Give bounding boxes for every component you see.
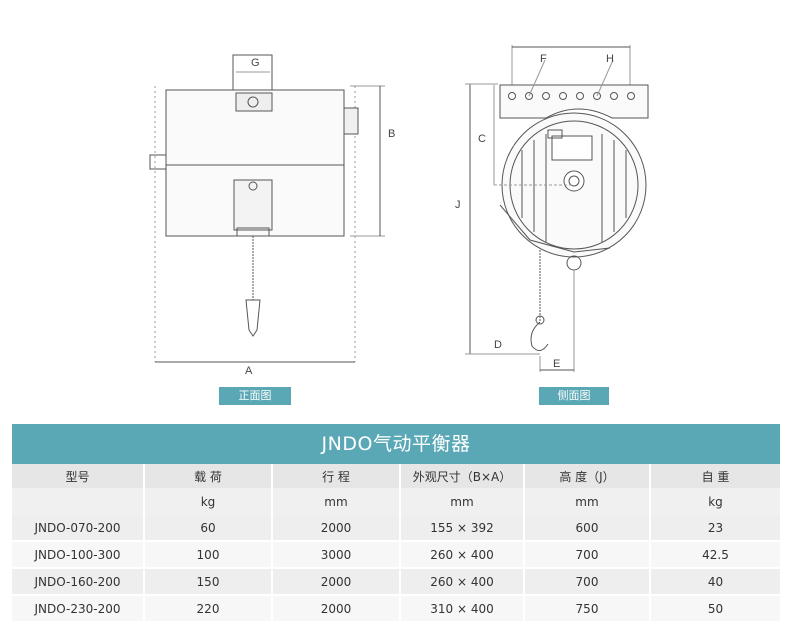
- dim-label-d: D: [494, 339, 502, 351]
- cell-height: 600: [524, 515, 651, 542]
- cell-weight: 40: [650, 568, 780, 596]
- side-view-label: 侧面图: [539, 387, 609, 405]
- col-header-size: 外观尺寸（B×A）: [400, 464, 525, 488]
- dim-label-a: A: [245, 365, 253, 377]
- cell-size: 155 × 392: [400, 515, 525, 542]
- cell-stroke: 2000: [272, 595, 401, 623]
- unit-cell: mm: [400, 488, 525, 515]
- table-row: JNDO-070-200 60 2000 155 × 392 600 23: [12, 515, 780, 542]
- dim-label-b: B: [388, 128, 395, 140]
- front-view: [149, 54, 385, 363]
- unit-cell: kg: [144, 488, 273, 515]
- dim-label-g: G: [251, 57, 260, 69]
- unit-cell: [12, 488, 145, 515]
- front-view-label: 正面图: [219, 387, 291, 405]
- cell-model: JNDO-070-200: [12, 515, 145, 542]
- cell-weight: 23: [650, 515, 780, 542]
- side-view: [465, 45, 649, 372]
- table-row: JNDO-100-300 100 3000 260 × 400 700 42.5: [12, 541, 780, 569]
- spec-table-block: JNDO气动平衡器 型号 载 荷 行 程 外观尺寸（B×A） 高 度（J） 自 …: [12, 424, 780, 623]
- cell-height: 700: [524, 541, 651, 569]
- cell-size: 260 × 400: [400, 568, 525, 596]
- unit-cell: mm: [272, 488, 401, 515]
- cell-load: 150: [144, 568, 273, 596]
- table-row: JNDO-160-200 150 2000 260 × 400 700 40: [12, 568, 780, 596]
- cell-stroke: 2000: [272, 568, 401, 596]
- col-header-model: 型号: [12, 464, 145, 488]
- cell-load: 100: [144, 541, 273, 569]
- cell-height: 750: [524, 595, 651, 623]
- cell-weight: 42.5: [650, 541, 780, 569]
- cell-load: 60: [144, 515, 273, 542]
- cell-model: JNDO-230-200: [12, 595, 145, 623]
- cell-weight: 50: [650, 595, 780, 623]
- dimension-labels: G B A F H C J D E: [245, 53, 614, 377]
- cell-model: JNDO-160-200: [12, 568, 145, 596]
- col-header-weight: 自 重: [650, 464, 780, 488]
- dim-label-f: F: [540, 53, 547, 65]
- technical-drawing: G B A F H C J D E: [149, 45, 649, 377]
- dim-label-j: J: [455, 199, 461, 211]
- dim-label-c: C: [478, 133, 486, 145]
- cell-stroke: 2000: [272, 515, 401, 542]
- cell-load: 220: [144, 595, 273, 623]
- col-header-stroke: 行 程: [272, 464, 401, 488]
- table-units-row: kg mm mm mm kg: [12, 488, 780, 515]
- dim-label-h: H: [606, 53, 614, 65]
- col-header-load: 载 荷: [144, 464, 273, 488]
- spec-table-title: JNDO气动平衡器: [12, 424, 780, 464]
- cell-model: JNDO-100-300: [12, 541, 145, 569]
- table-row: JNDO-230-200 220 2000 310 × 400 750 50: [12, 595, 780, 623]
- cell-height: 700: [524, 568, 651, 596]
- cell-size: 310 × 400: [400, 595, 525, 623]
- col-header-height: 高 度（J）: [524, 464, 651, 488]
- unit-cell: mm: [524, 488, 651, 515]
- cell-stroke: 3000: [272, 541, 401, 569]
- table-header-row: 型号 载 荷 行 程 外观尺寸（B×A） 高 度（J） 自 重: [12, 464, 780, 488]
- cell-size: 260 × 400: [400, 541, 525, 569]
- spec-table: 型号 载 荷 行 程 外观尺寸（B×A） 高 度（J） 自 重 kg mm mm…: [12, 464, 780, 623]
- unit-cell: kg: [650, 488, 780, 515]
- dim-label-e: E: [553, 358, 560, 370]
